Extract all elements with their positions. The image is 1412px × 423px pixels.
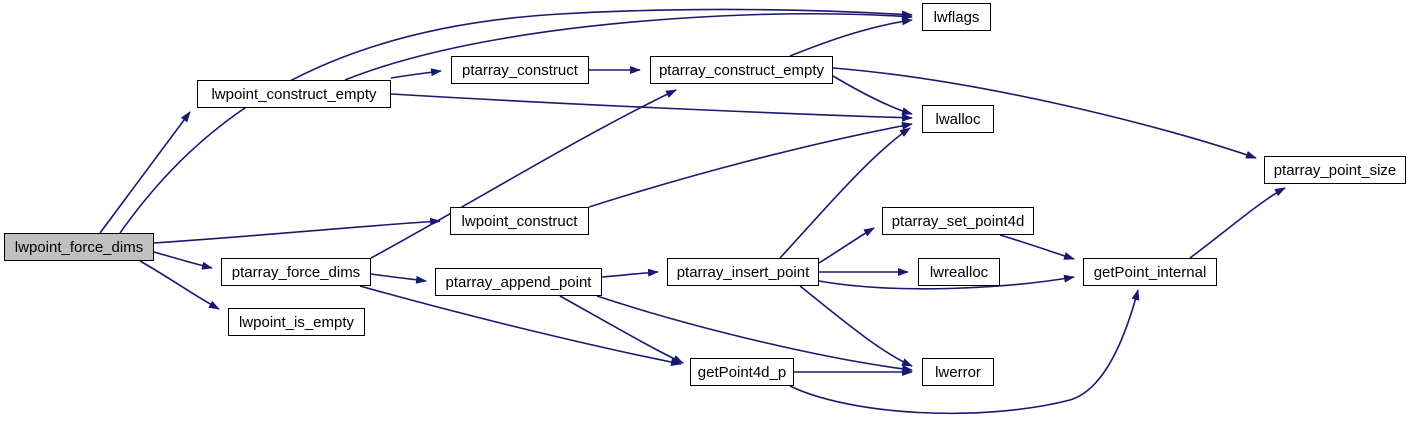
node-ptarray-point-size[interactable]: ptarray_point_size [1264,156,1406,184]
node-lwerror[interactable]: lwerror [922,358,994,386]
edge-ptarray_append_point-lwerror [596,295,913,373]
edge-getPoint_internal-ptarray_point_size [1189,187,1286,259]
node-label: lwpoint_is_empty [238,313,355,331]
edge-lwpoint_construct-lwalloc [588,121,913,208]
edge-lwpoint_construct_empty-lwflags [344,12,913,81]
node-label: ptarray_set_point4d [891,212,1025,230]
edge-ptarray_construct_empty-lwflags [789,17,913,57]
edge-ptarray_force_dims-ptarray_append_point [370,273,427,284]
edge-lwpoint_force_dims-lwflags [119,8,913,234]
node-ptarray-force-dims[interactable]: ptarray_force_dims [221,258,371,286]
edge-ptarray_force_dims-getPoint4d_p [359,285,682,366]
edge-lwpoint_force_dims-lwpoint_construct [153,217,441,244]
node-label: getPoint_internal [1093,263,1207,281]
edge-lwpoint_force_dims-ptarray_force_dims [153,251,213,270]
node-label: ptarray_construct_empty [658,61,825,79]
node-lwalloc[interactable]: lwalloc [922,105,994,133]
node-lwflags[interactable]: lwflags [922,3,991,31]
edge-getPoint4d_p-getPoint_internal [789,289,1140,415]
node-label: ptarray_append_point [445,273,592,291]
edge-lwpoint_force_dims-lwpoint_construct_empty [99,111,191,234]
node-label: lwrealloc [929,263,989,281]
edge-ptarray_append_point-getPoint4d_p [559,295,684,364]
node-ptarray-construct[interactable]: ptarray_construct [451,56,589,84]
node-label: ptarray_construct [462,61,578,79]
node-getpoint4d-p[interactable]: getPoint4d_p [690,358,794,386]
node-label: lwalloc [935,110,981,128]
edge-lwpoint_construct_empty-lwalloc [390,93,913,122]
node-label: lwpoint_construct [461,212,578,230]
edge-ptarray_insert_point-lwerror [799,285,913,367]
edge-ptarray_construct_empty-ptarray_point_size [832,67,1257,159]
edge-lwpoint_force_dims-lwpoint_is_empty [139,260,220,310]
node-ptarray-set-point4d[interactable]: ptarray_set_point4d [882,207,1034,235]
node-label: lwflags [933,8,980,26]
edge-ptarray_insert_point-ptarray_set_point4d [818,227,875,264]
node-label: lwerror [935,363,981,381]
node-getpoint-internal[interactable]: getPoint_internal [1083,258,1217,286]
node-lwpoint-force-dims[interactable]: lwpoint_force_dims [4,233,154,261]
node-label: ptarray_insert_point [676,263,810,281]
node-ptarray-insert-point[interactable]: ptarray_insert_point [667,258,819,286]
edge-ptarray_construct_empty-lwalloc [832,75,913,116]
edge-ptarray_insert_point-lwalloc [779,127,911,259]
node-ptarray-construct-empty[interactable]: ptarray_construct_empty [650,56,833,84]
edge-lwpoint_construct_empty-ptarray_construct [390,68,442,79]
edge-ptarray_set_point4d-getPoint_internal [999,234,1075,260]
edge-ptarray_append_point-ptarray_insert_point [601,268,659,278]
node-lwpoint-construct-empty[interactable]: lwpoint_construct_empty [197,80,391,108]
node-label: ptarray_point_size [1273,161,1397,179]
node-lwrealloc[interactable]: lwrealloc [918,258,1000,286]
node-label: lwpoint_force_dims [14,238,144,256]
node-lwpoint-construct[interactable]: lwpoint_construct [450,207,589,235]
node-label: ptarray_force_dims [231,263,361,281]
edge-ptarray_insert_point-getPoint_internal [818,274,1075,290]
edge-ptarray_force_dims-ptarray_construct_empty [370,89,677,259]
node-ptarray-append-point[interactable]: ptarray_append_point [435,268,602,296]
node-label: lwpoint_construct_empty [211,85,377,103]
node-lwpoint-is-empty[interactable]: lwpoint_is_empty [228,308,365,336]
node-label: getPoint4d_p [697,363,787,381]
